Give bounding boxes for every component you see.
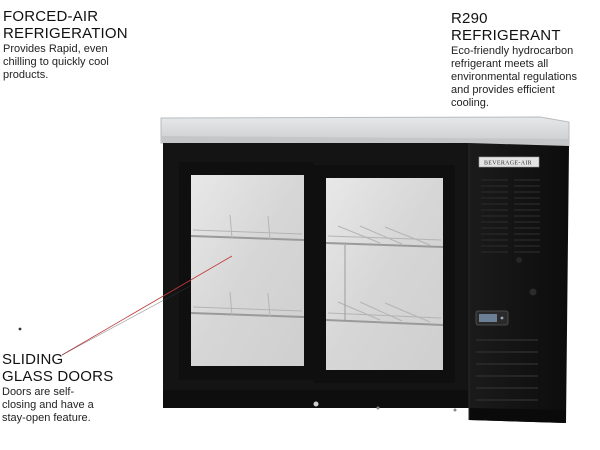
brand-plate: BEVERAGE-AIR [478, 156, 540, 168]
wire-shelf [325, 242, 444, 326]
countertop [160, 116, 570, 147]
digital-temperature-display-icon [475, 310, 509, 326]
callout-title: R290 REFRIGERANT [451, 10, 561, 44]
door-lock-icon [313, 401, 319, 407]
lower-vent-grille [476, 339, 538, 401]
wire-shelf [190, 235, 305, 318]
right-sliding-glass-door [314, 165, 455, 383]
callout-description: Provides Rapid, even chilling to quickly… [3, 43, 109, 81]
sliding-glass-doors-callout: SLIDING GLASS DOORS Doors are self- clos… [2, 351, 152, 425]
callout-title: SLIDING GLASS DOORS [2, 351, 114, 385]
r290-refrigerant-callout: R290 REFRIGERANT Eco-friendly hydrocarbo… [451, 10, 600, 110]
callout-description: Doors are self- closing and have a stay-… [2, 386, 94, 424]
callout-pointer-line [61, 255, 233, 356]
callout-title: FORCED-AIR REFRIGERATION [3, 8, 128, 42]
ventilation-louvers [481, 179, 540, 253]
callout-description: Eco-friendly hydrocarbon refrigerant mee… [451, 45, 577, 109]
forced-air-refrigeration-callout: FORCED-AIR REFRIGERATION Provides Rapid,… [3, 8, 163, 82]
left-sliding-glass-door [179, 162, 314, 380]
brand-logo-text: BEVERAGE-AIR [484, 161, 532, 167]
